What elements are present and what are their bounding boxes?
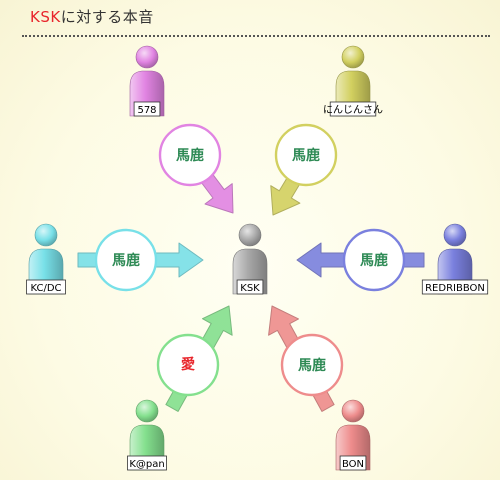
- message-text: 愛: [181, 356, 195, 373]
- title-divider: [22, 35, 490, 37]
- message-text: 馬鹿: [176, 147, 204, 164]
- page-title: KSKに対する本音: [30, 6, 154, 27]
- message-bubble-circle: [342, 228, 406, 292]
- message-bubble-0: 馬鹿: [158, 123, 222, 187]
- message-bubble-1: 馬鹿: [274, 123, 338, 187]
- person-head: [135, 399, 159, 423]
- name-label: 578: [137, 105, 156, 116]
- name-label-box: [133, 101, 161, 117]
- name-label: K@pan: [129, 459, 164, 470]
- person-5: BON: [335, 399, 371, 471]
- person-center: KSK: [232, 223, 268, 295]
- message-text: 馬鹿: [360, 252, 388, 269]
- name-label: BON: [342, 459, 364, 470]
- name-label: にんじんさん: [323, 104, 383, 116]
- person-0: 578: [129, 45, 165, 117]
- message-bubble-circle: [156, 333, 220, 397]
- name-label-box: [26, 279, 66, 295]
- message-text: 馬鹿: [112, 252, 140, 269]
- person-head: [135, 45, 159, 69]
- person-head: [341, 399, 365, 423]
- person-1: にんじんさん: [323, 45, 383, 117]
- person-head: [238, 223, 262, 247]
- title-highlight: KSK: [30, 8, 61, 26]
- person-4: K@pan: [127, 399, 167, 471]
- name-label-box: [236, 279, 264, 295]
- name-label: KC/DC: [30, 283, 61, 294]
- person-head: [341, 45, 365, 69]
- message-bubble-4: 愛: [156, 333, 220, 397]
- name-label: REDRIBBON: [425, 283, 485, 294]
- name-label-box: [329, 101, 377, 117]
- name-label-box: [127, 455, 167, 471]
- title-rest: に対する本音: [60, 8, 154, 26]
- message-bubble-circle: [158, 123, 222, 187]
- message-bubble-3: 馬鹿: [342, 228, 406, 292]
- person-3: REDRIBBON: [421, 223, 489, 295]
- message-bubble-circle: [94, 228, 158, 292]
- message-bubble-2: 馬鹿: [94, 228, 158, 292]
- message-bubble-5: 馬鹿: [280, 333, 344, 397]
- name-label-box: [339, 455, 367, 471]
- person-2: KC/DC: [26, 223, 66, 295]
- message-text: 馬鹿: [292, 147, 320, 164]
- message-text: 馬鹿: [298, 357, 326, 374]
- message-bubble-circle: [280, 333, 344, 397]
- person-head: [34, 223, 58, 247]
- message-bubble-circle: [274, 123, 338, 187]
- name-label-box: [421, 279, 489, 295]
- person-head: [443, 223, 467, 247]
- name-label: KSK: [240, 283, 260, 294]
